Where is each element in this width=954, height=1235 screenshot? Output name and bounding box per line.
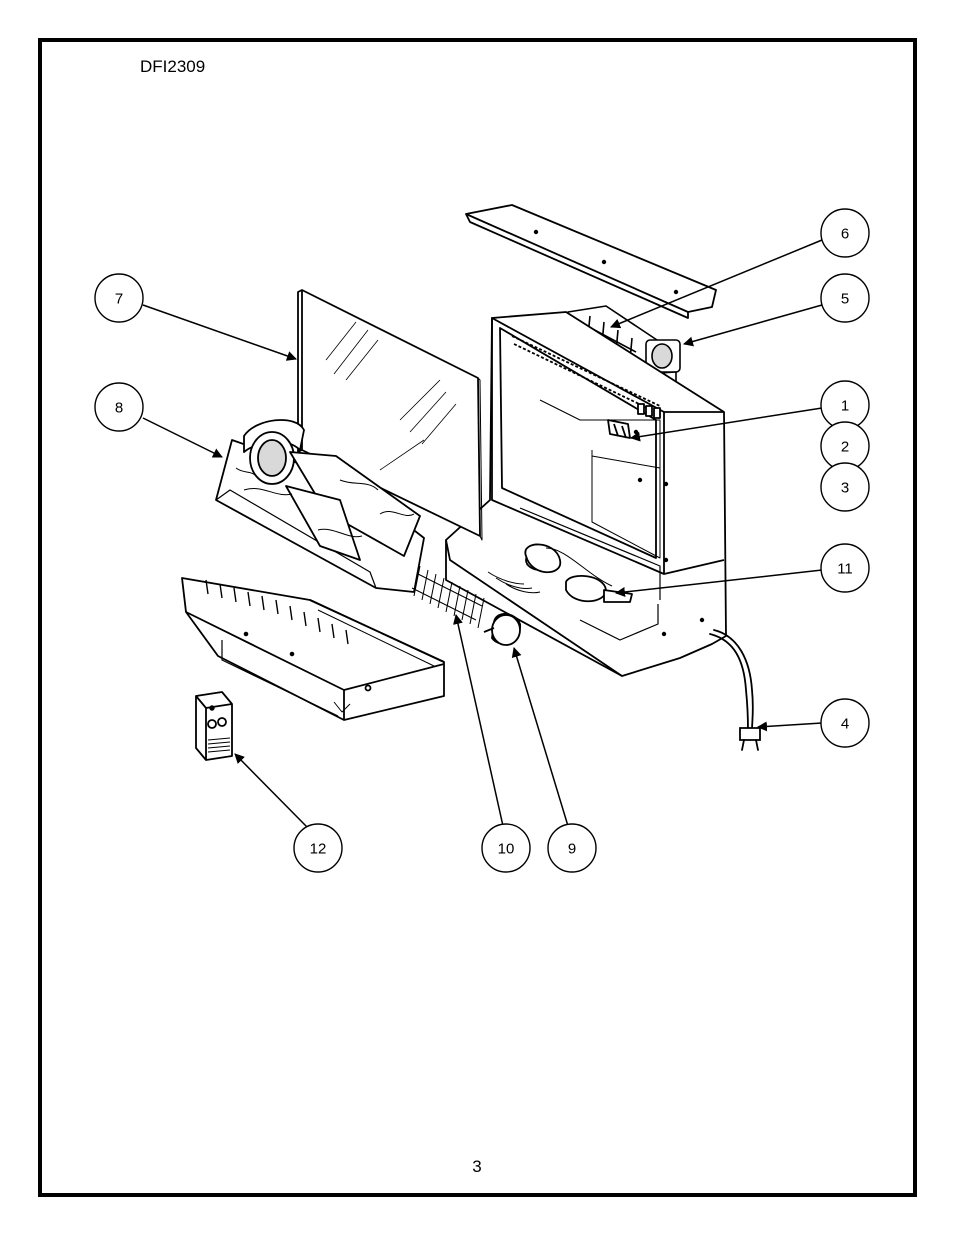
callout-11: 11 (821, 544, 869, 592)
callout-7: 7 (95, 274, 143, 322)
callout-label-9: 9 (568, 841, 576, 858)
callout-label-8: 8 (115, 400, 123, 417)
flicker-motor (484, 614, 520, 645)
power-cord (710, 630, 760, 750)
callout-label-4: 4 (841, 716, 849, 733)
leader-9 (514, 648, 568, 826)
leader-8 (143, 418, 222, 457)
callout-label-7: 7 (115, 291, 123, 308)
top-cover-panel (466, 205, 716, 318)
callout-9: 9 (548, 824, 596, 872)
leader-10 (456, 615, 503, 826)
callout-10: 10 (482, 824, 530, 872)
callout-12: 12 (294, 824, 342, 872)
callout-label-2: 2 (841, 439, 849, 456)
callout-label-11: 11 (837, 561, 853, 578)
callout-5: 5 (821, 274, 869, 322)
leader-4 (758, 723, 822, 727)
callout-label-3: 3 (841, 480, 849, 497)
callout-8: 8 (95, 383, 143, 431)
callout-label-5: 5 (841, 291, 849, 308)
callout-label-10: 10 (498, 841, 515, 858)
leader-7 (143, 305, 296, 359)
callout-3: 3 (821, 463, 869, 511)
callout-label-1: 1 (841, 398, 849, 415)
leader-12 (235, 754, 308, 828)
remote-control (196, 692, 232, 760)
callout-label-6: 6 (841, 226, 849, 243)
leader-5 (684, 305, 822, 344)
firebox-cabinet (446, 312, 726, 676)
callout-label-12: 12 (310, 841, 327, 858)
callout-6: 6 (821, 209, 869, 257)
callout-4: 4 (821, 699, 869, 747)
